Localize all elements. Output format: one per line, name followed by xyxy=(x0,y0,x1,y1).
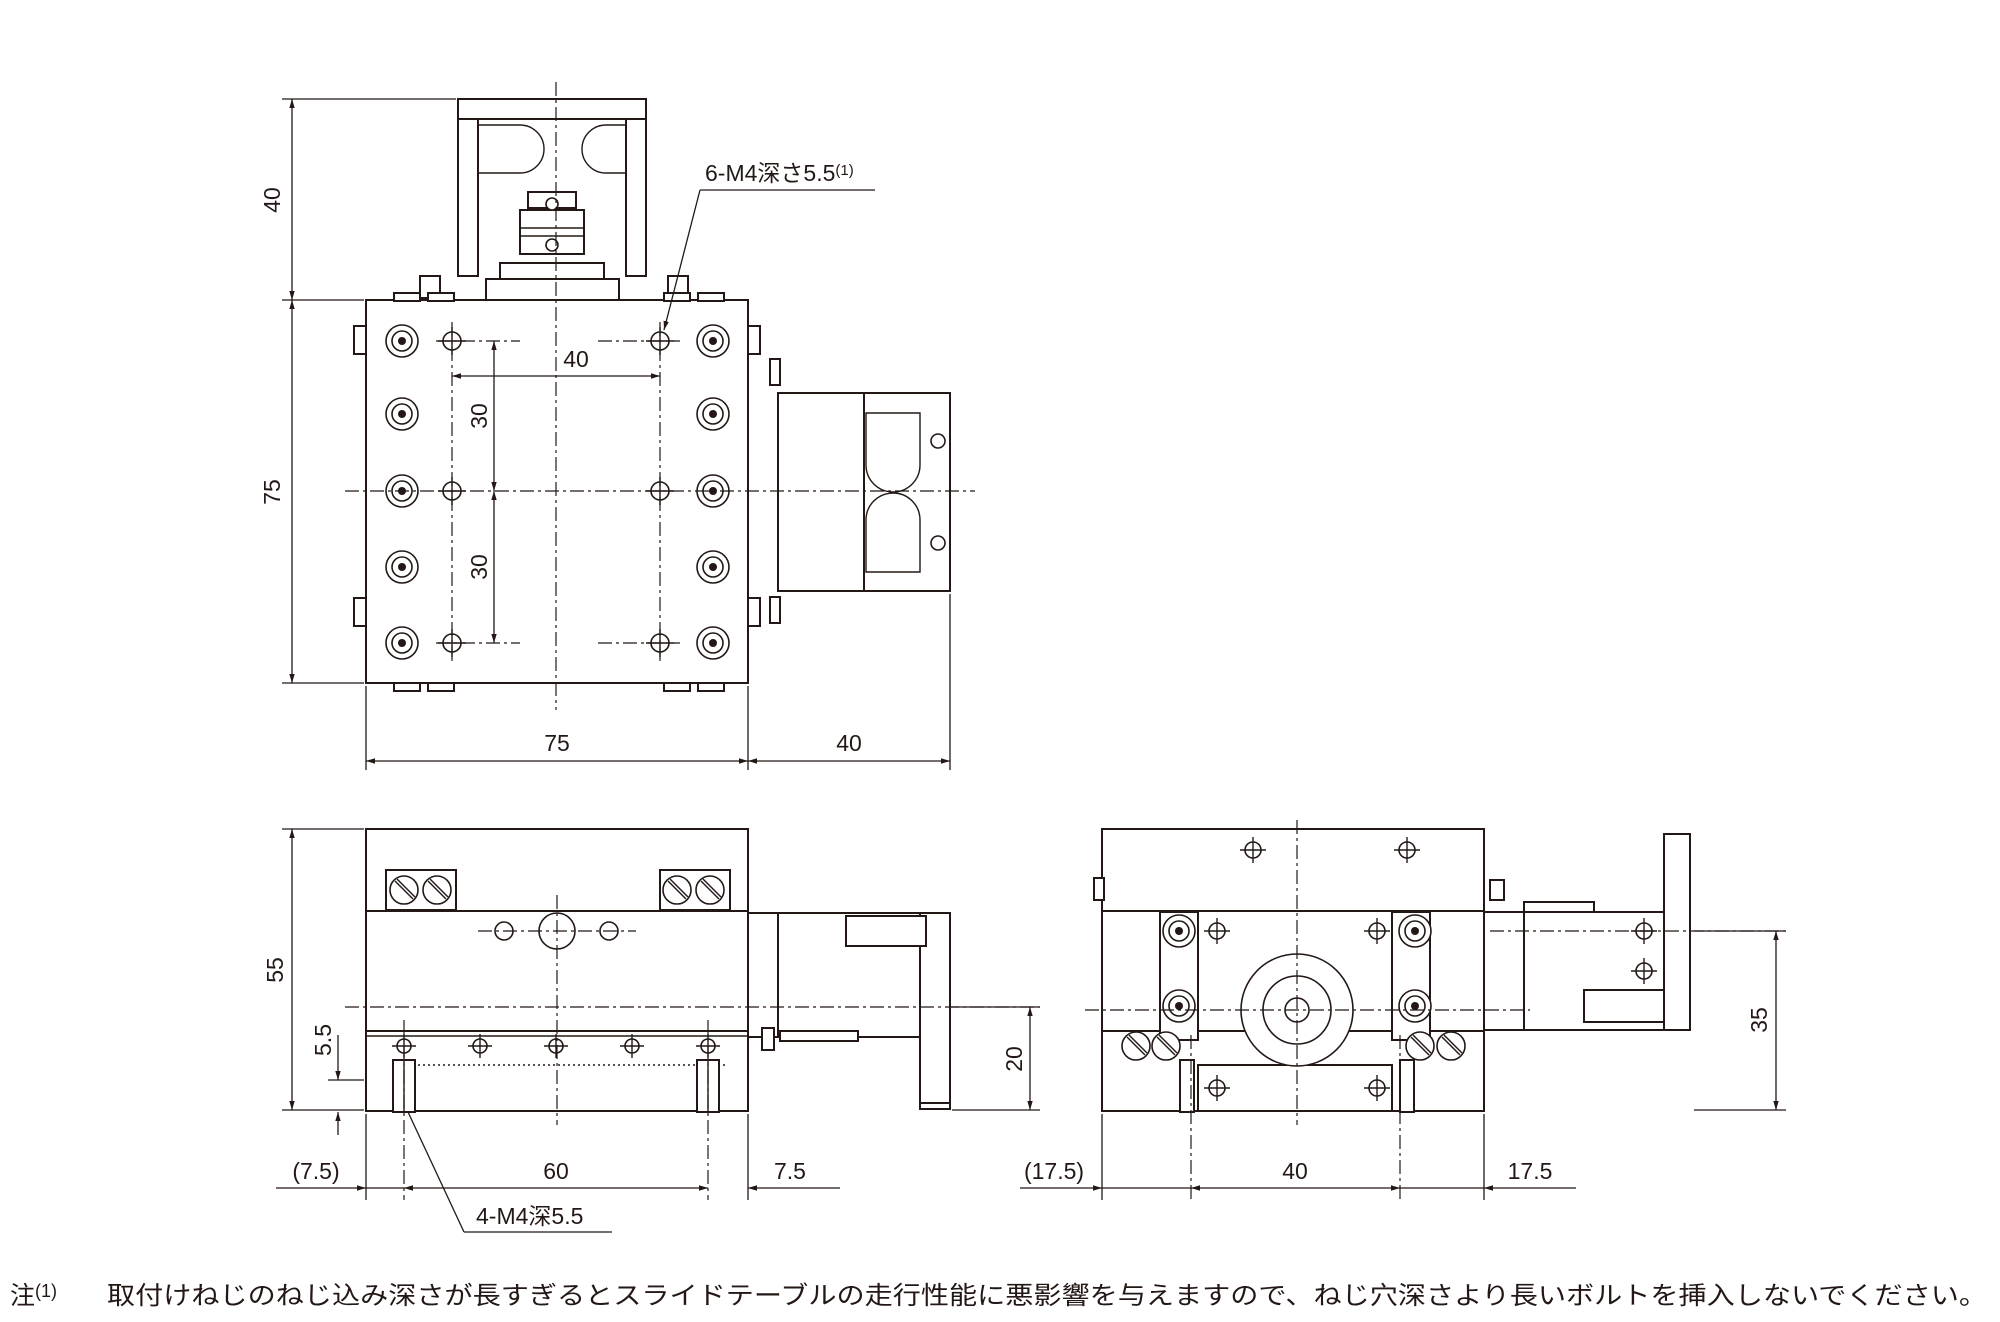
dim-bracket-height: 40 xyxy=(259,187,285,213)
dim-total-height: 55 xyxy=(262,957,288,983)
side-screw-1-slot xyxy=(1156,1036,1176,1056)
bolt-right-1-center xyxy=(709,410,717,418)
front-screw-2-slot2 xyxy=(669,878,689,898)
dim-front-offset-right: 7.5 xyxy=(774,1158,806,1184)
bolt-right-3-center xyxy=(709,563,717,571)
top-view: 40 75 75 40 40 30 30 6-M4深さ5.5(1) xyxy=(259,82,975,770)
top-motor-block xyxy=(777,392,951,592)
dim-hole-pitch-x: 40 xyxy=(563,346,589,372)
side-view-dimensions: 35 (17.5) 40 17.5 xyxy=(1020,930,1786,1200)
side-screw-3-slot xyxy=(1441,1036,1461,1056)
side-view-holes xyxy=(1162,837,1657,1101)
dim-hole-pitch-y-lower: 30 xyxy=(466,554,492,580)
front-screw-3-slot xyxy=(700,880,720,900)
dim-hole-pitch-y-upper: 30 xyxy=(466,403,492,429)
side-screw-0-slot xyxy=(1126,1036,1146,1056)
side-bolt-0-center xyxy=(1175,927,1183,935)
dim-side-offset-right: 17.5 xyxy=(1508,1158,1553,1184)
dim-motor-width: 40 xyxy=(836,730,862,756)
side-view-screws xyxy=(1121,1031,1466,1061)
dim-side-motor-height: 35 xyxy=(1746,1007,1772,1033)
front-view-dimensions: 55 5.5 20 (7.5) 60 7.5 4-M4深5.5 xyxy=(262,828,1040,1233)
bolt-right-0-center xyxy=(709,337,717,345)
bolt-left-0-center xyxy=(398,337,406,345)
side-screw-3-slot2 xyxy=(1443,1034,1463,1054)
bolt-left-3-center xyxy=(398,563,406,571)
dim-front-hole-pitch: 60 xyxy=(543,1158,569,1184)
side-screw-2-slot2 xyxy=(1412,1034,1432,1054)
footnote-text: 取付けねじのねじ込み深さが長すぎるとスライドテーブルの走行性能に悪影響を与えます… xyxy=(107,1282,1987,1310)
front-screw-2-slot xyxy=(667,880,687,900)
footnote-label: 注(1) xyxy=(10,1281,57,1310)
side-screw-2-slot xyxy=(1410,1036,1430,1056)
front-screw-0-slot xyxy=(394,880,414,900)
front-screw-3-slot2 xyxy=(702,878,722,898)
callout-6-m4: 6-M4深さ5.5(1) xyxy=(705,160,854,186)
front-screw-0-slot2 xyxy=(396,878,416,898)
dim-body-height: 75 xyxy=(259,479,285,505)
side-bolt-3-center xyxy=(1411,1002,1419,1010)
callout-4-m4: 4-M4深5.5 xyxy=(476,1203,583,1229)
callout-ref: (1) xyxy=(835,162,853,179)
footnote-ref: (1) xyxy=(35,1281,57,1301)
dim-front-offset-left: (7.5) xyxy=(292,1158,339,1184)
side-screw-0-slot2 xyxy=(1128,1034,1148,1054)
front-view-screws xyxy=(385,869,731,911)
bolt-right-4-center xyxy=(709,639,717,647)
front-view: 55 5.5 20 (7.5) 60 7.5 4-M4深5.5 xyxy=(262,828,1040,1233)
front-screw-1-slot xyxy=(427,880,447,900)
top-view-dimensions: 40 75 75 40 40 30 30 6-M4深さ5.5(1) xyxy=(259,98,951,770)
side-view: 35 (17.5) 40 17.5 xyxy=(1020,820,1790,1200)
dim-side-hole-pitch: 40 xyxy=(1282,1158,1308,1184)
top-bracket xyxy=(419,98,689,302)
dim-motor-axis-height: 20 xyxy=(1001,1046,1027,1072)
side-bolt-1-center xyxy=(1411,927,1419,935)
footnote: 注(1) 取付けねじのねじ込み深さが長すぎるとスライドテーブルの走行性能に悪影響… xyxy=(10,1281,1987,1310)
dim-thread-depth: 5.5 xyxy=(310,1024,336,1056)
front-screw-1-slot2 xyxy=(429,878,449,898)
bolt-left-4-center xyxy=(398,639,406,647)
dim-side-offset-left: (17.5) xyxy=(1024,1158,1084,1184)
dim-body-width: 75 xyxy=(544,730,570,756)
side-bolt-2-center xyxy=(1175,1002,1183,1010)
bolt-left-1-center xyxy=(398,410,406,418)
side-screw-1-slot2 xyxy=(1158,1034,1178,1054)
